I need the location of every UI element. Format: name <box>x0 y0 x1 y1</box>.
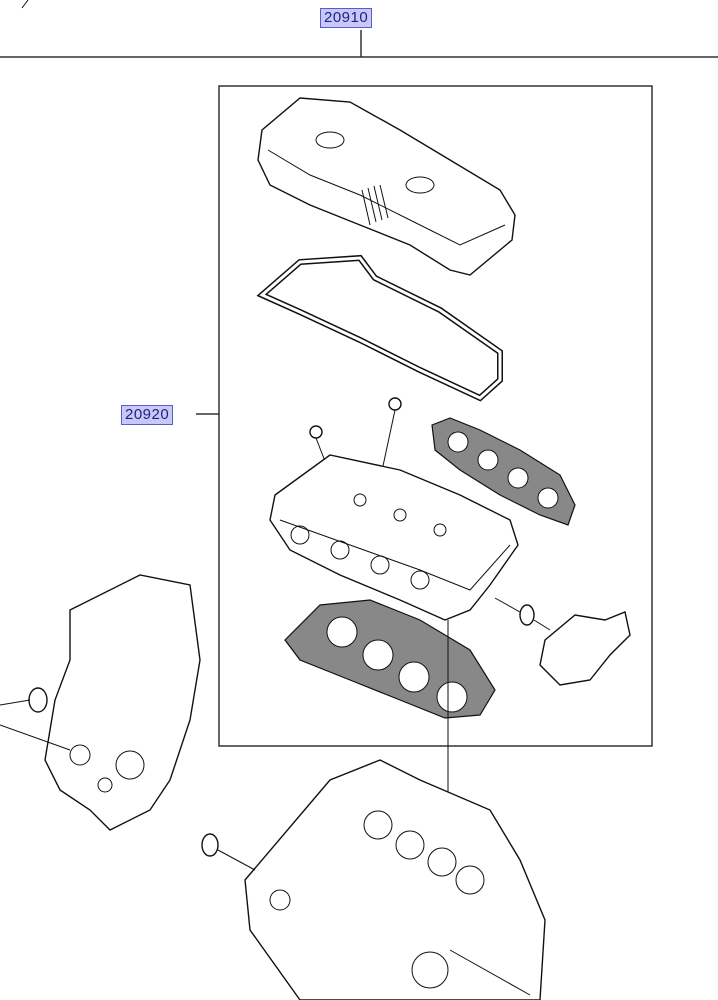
water-outlet-fitting <box>494 597 631 686</box>
cylinder-head-gasket <box>284 599 496 719</box>
cylinder-head <box>269 454 519 621</box>
valve-cover-gasket <box>256 254 503 402</box>
part-label-20910[interactable]: 20910 <box>320 8 373 28</box>
gasket-kit-box <box>218 85 653 747</box>
timing-chain-cover <box>0 574 201 831</box>
exhaust-manifold-gasket <box>431 417 576 526</box>
part-label-20920[interactable]: 20920 <box>121 405 174 425</box>
valve-cover <box>257 97 516 276</box>
engine-block <box>201 759 546 1000</box>
